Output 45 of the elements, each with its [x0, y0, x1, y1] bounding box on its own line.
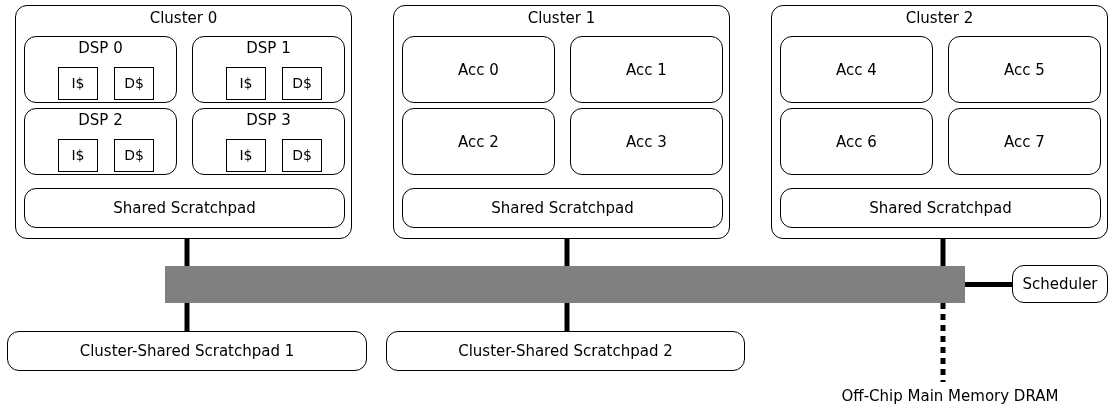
cache-box: I$: [226, 67, 266, 100]
scratchpad-box: Shared Scratchpad: [24, 188, 345, 228]
scratchpad-box: Shared Scratchpad: [780, 188, 1101, 228]
box-title: DSP 3: [246, 111, 291, 129]
cluster-box: [771, 5, 1108, 239]
accelerator-box: Acc 2: [402, 108, 555, 175]
box-title: Cluster 2: [905, 9, 974, 27]
accelerator-box: Acc 3: [570, 108, 723, 175]
cache-box: D$: [114, 67, 154, 100]
box-title: DSP 0: [78, 39, 123, 57]
scratchpad-box: Cluster-Shared Scratchpad 2: [386, 331, 745, 371]
accelerator-box: Acc 7: [948, 108, 1101, 175]
dsp-box: [24, 108, 177, 175]
accelerator-box: Acc 0: [402, 36, 555, 103]
box-title: Cluster 0: [149, 9, 218, 27]
cluster-box: [15, 5, 352, 239]
box-title: DSP 2: [78, 111, 123, 129]
cache-box: D$: [114, 139, 154, 172]
connector-line: [940, 303, 946, 382]
scratchpad-box: Scheduler: [1012, 265, 1108, 303]
connector-line: [564, 303, 570, 331]
cache-box: I$: [58, 139, 98, 172]
cache-box: D$: [282, 67, 322, 100]
box-title: DSP 1: [246, 39, 291, 57]
accelerator-box: Acc 4: [780, 36, 933, 103]
accelerator-box: Acc 1: [570, 36, 723, 103]
connector-line: [564, 239, 570, 266]
interconnect-bar: [165, 266, 965, 303]
scratchpad-box: Cluster-Shared Scratchpad 1: [7, 331, 367, 371]
connector-line: [184, 303, 190, 331]
cache-box: I$: [58, 67, 98, 100]
dsp-box: [192, 108, 345, 175]
cluster-box: [393, 5, 730, 239]
connector-line: [965, 282, 1012, 287]
scratchpad-box: Shared Scratchpad: [402, 188, 723, 228]
dsp-box: [192, 36, 345, 103]
connector-line: [184, 239, 190, 266]
dsp-box: [24, 36, 177, 103]
accelerator-box: Acc 5: [948, 36, 1101, 103]
memory-label: Off-Chip Main Memory DRAM: [841, 387, 1059, 405]
connector-line: [940, 239, 946, 266]
cache-box: I$: [226, 139, 266, 172]
cache-box: D$: [282, 139, 322, 172]
accelerator-box: Acc 6: [780, 108, 933, 175]
box-title: Cluster 1: [527, 9, 596, 27]
